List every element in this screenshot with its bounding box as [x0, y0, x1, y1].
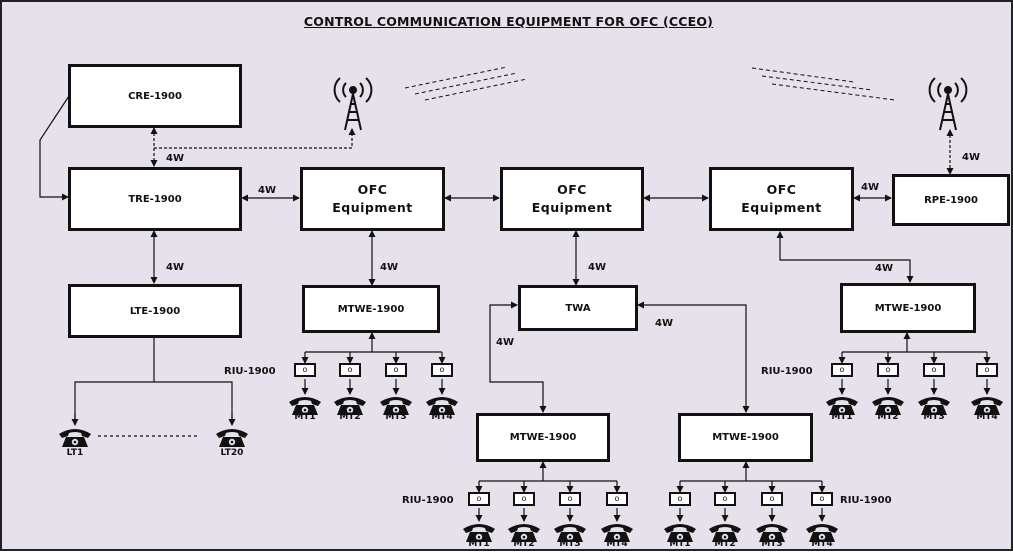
- mt-label: MT4: [606, 539, 628, 549]
- mt-label: MT4: [976, 412, 998, 422]
- mt-label: MT3: [385, 412, 407, 422]
- telephone-icon: [424, 394, 460, 420]
- diagram-title: CONTROL COMMUNICATION EQUIPMENT FOR OFC …: [303, 14, 714, 29]
- ofc-equipment-2-box: OFC Equipment: [500, 167, 644, 231]
- riu-label-bottom-right: RIU-1900: [840, 495, 892, 506]
- riu-unit: o: [294, 363, 316, 377]
- mt-label: MT1: [669, 539, 691, 549]
- mt-label: MT1: [294, 412, 316, 422]
- link-label-twa-left: 4W: [496, 337, 514, 348]
- riu-unit: o: [513, 492, 535, 506]
- telephone-icon: [214, 426, 250, 452]
- mt-label: MT4: [431, 412, 453, 422]
- mtwe-1900-right-box: MTWE-1900: [840, 283, 976, 333]
- link-label-rpe-tower: 4W: [962, 152, 980, 163]
- lt20-label: LT20: [220, 448, 244, 458]
- riu-unit: o: [976, 363, 998, 377]
- cre-1900-box: CRE-1900: [68, 64, 242, 128]
- twa-box: TWA: [518, 285, 638, 331]
- rpe-1900-box: RPE-1900: [892, 174, 1010, 226]
- link-label-ofc2-twa: 4W: [588, 262, 606, 273]
- mt-label: MT3: [923, 412, 945, 422]
- mt-label: MT1: [468, 539, 490, 549]
- telephone-icon: [552, 521, 588, 547]
- mt-label: MT4: [811, 539, 833, 549]
- telephone-icon: [57, 426, 93, 452]
- riu-unit: o: [385, 363, 407, 377]
- telephone-icon: [870, 394, 906, 420]
- radio-tower-icon: [928, 77, 968, 131]
- tre-1900-box: TRE-1900: [68, 167, 242, 231]
- telephone-icon: [378, 394, 414, 420]
- telephone-icon: [461, 521, 497, 547]
- telephone-icon: [287, 394, 323, 420]
- telephone-icon: [916, 394, 952, 420]
- mt-label: MT2: [714, 539, 736, 549]
- telephone-icon: [824, 394, 860, 420]
- telephone-icon: [969, 394, 1005, 420]
- link-label-tre-ofc: 4W: [258, 185, 276, 196]
- riu-unit: o: [468, 492, 490, 506]
- mt-label: MT2: [339, 412, 361, 422]
- ofc-equipment-3-box: OFC Equipment: [709, 167, 854, 231]
- radio-tower-icon: [333, 77, 373, 131]
- link-label-cre-tre: 4W: [166, 153, 184, 164]
- riu-unit: o: [559, 492, 581, 506]
- mtwe-1900-bottom-right-box: MTWE-1900: [678, 413, 813, 462]
- telephone-icon: [707, 521, 743, 547]
- riu-unit: o: [431, 363, 453, 377]
- riu-unit: o: [714, 492, 736, 506]
- telephone-icon: [804, 521, 840, 547]
- riu-unit: o: [339, 363, 361, 377]
- mtwe-1900-left-box: MTWE-1900: [302, 285, 440, 333]
- telephone-icon: [506, 521, 542, 547]
- riu-unit: o: [669, 492, 691, 506]
- riu-unit: o: [923, 363, 945, 377]
- link-label-tre-lte: 4W: [166, 262, 184, 273]
- lte-1900-box: LTE-1900: [68, 284, 242, 338]
- telephone-icon: [662, 521, 698, 547]
- mtwe-1900-bottom-left-box: MTWE-1900: [476, 413, 610, 462]
- telephone-icon: [599, 521, 635, 547]
- mt-label: MT3: [559, 539, 581, 549]
- link-label-ofc3-mtwe: 4W: [875, 263, 893, 274]
- riu-unit: o: [811, 492, 833, 506]
- mt-label: MT2: [877, 412, 899, 422]
- link-label-ofc1-mtwe: 4W: [380, 262, 398, 273]
- telephone-icon: [754, 521, 790, 547]
- link-label-ofc3-rpe: 4W: [861, 182, 879, 193]
- mt-label: MT3: [761, 539, 783, 549]
- mt-label: MT2: [513, 539, 535, 549]
- riu-label-bottom-left: RIU-1900: [402, 495, 454, 506]
- link-label-twa-right: 4W: [655, 318, 673, 329]
- riu-label-left: RIU-1900: [224, 366, 276, 377]
- riu-label-right: RIU-1900: [761, 366, 813, 377]
- riu-unit: o: [761, 492, 783, 506]
- mt-label: MT1: [831, 412, 853, 422]
- ofc-equipment-1-box: OFC Equipment: [300, 167, 445, 231]
- riu-unit: o: [606, 492, 628, 506]
- telephone-icon: [332, 394, 368, 420]
- riu-unit: o: [831, 363, 853, 377]
- riu-unit: o: [877, 363, 899, 377]
- lt1-label: LT1: [66, 448, 84, 458]
